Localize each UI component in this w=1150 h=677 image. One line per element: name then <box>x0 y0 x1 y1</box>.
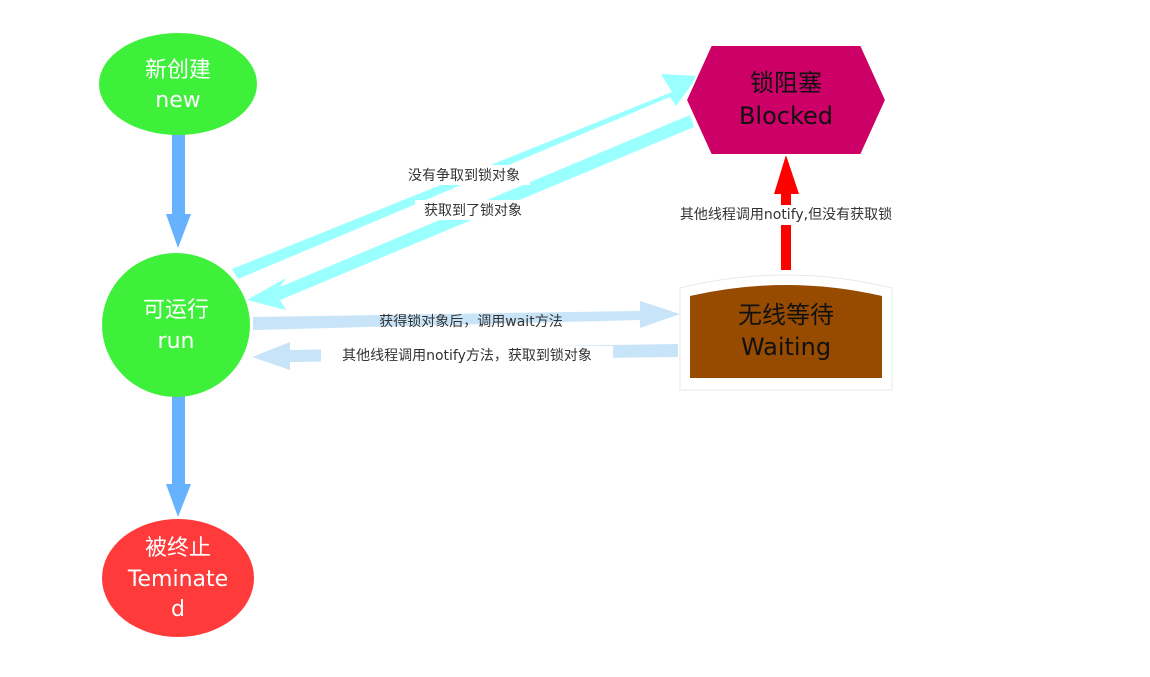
edge-label-waiting-to-run-text: 其他线程调用notify方法，获取到锁对象 <box>342 348 592 364</box>
node-waiting-label-en: Waiting <box>741 333 831 361</box>
arrow-new-to-run <box>166 132 191 248</box>
node-terminated-shape <box>102 519 254 637</box>
node-blocked-shape <box>684 44 888 156</box>
node-terminated-label-en-1: Teminate <box>127 567 228 592</box>
node-run-label-cn: 可运行 <box>143 298 209 323</box>
arrow-run-to-waiting <box>253 301 680 330</box>
node-new-shape <box>99 33 257 135</box>
edge-label-run-to-waiting-text: 获得锁对象后，调用wait方法 <box>379 313 562 330</box>
node-new: 新创建 new <box>99 33 257 135</box>
node-run-label-en: run <box>158 329 195 354</box>
arrow-waiting-to-blocked <box>774 155 799 270</box>
node-run-shape <box>102 253 250 397</box>
node-blocked-label-en: Blocked <box>739 102 833 130</box>
node-run: 可运行 run <box>102 253 250 397</box>
node-blocked-label-cn: 锁阻塞 <box>750 69 822 97</box>
edge-label-waiting-to-blocked: 其他线程调用notify,但没有获取锁 <box>663 205 909 225</box>
node-terminated-label-en-2: d <box>171 597 185 622</box>
edge-label-run-to-blocked-text: 没有争取到锁对象 <box>408 168 520 184</box>
edge-label-blocked-to-run: 获取到了锁对象 <box>415 200 531 220</box>
arrow-run-to-terminated <box>166 392 191 517</box>
edge-label-blocked-to-run-text: 获取到了锁对象 <box>424 203 522 219</box>
node-new-label-cn: 新创建 <box>145 58 211 83</box>
node-terminated: 被终止 Teminate d <box>102 519 254 637</box>
node-waiting-shape <box>690 285 882 378</box>
node-blocked: 锁阻塞 Blocked <box>684 44 888 156</box>
node-waiting-label-cn: 无线等待 <box>738 301 834 329</box>
edge-label-waiting-to-run: 其他线程调用notify方法，获取到锁对象 <box>321 346 613 366</box>
node-new-label-en: new <box>155 88 200 113</box>
node-terminated-label-cn: 被终止 <box>145 536 211 561</box>
node-waiting: 无线等待 Waiting <box>679 274 893 391</box>
edge-label-run-to-blocked: 没有争取到锁对象 <box>399 165 530 185</box>
edge-label-run-to-waiting: 获得锁对象后，调用wait方法 <box>379 313 562 330</box>
edge-label-waiting-to-blocked-text: 其他线程调用notify,但没有获取锁 <box>680 207 892 223</box>
